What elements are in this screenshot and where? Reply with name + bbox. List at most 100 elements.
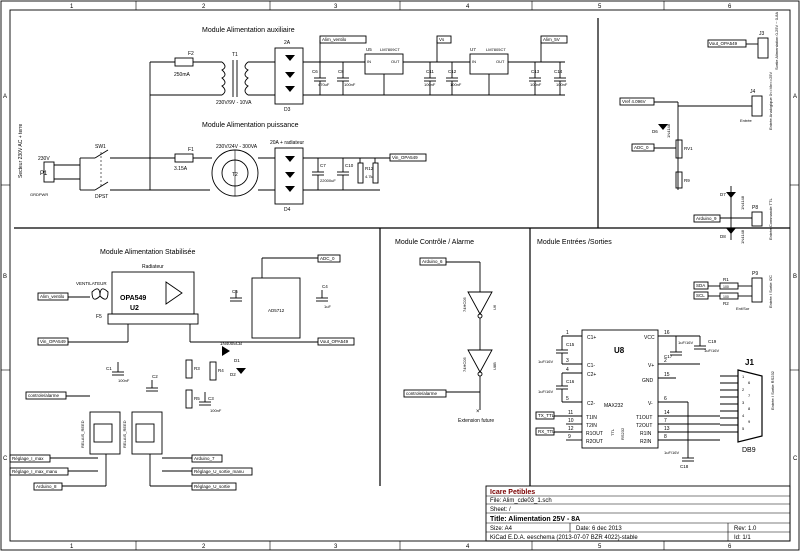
j3-text: Sortie Alimentation 0-25V ~ 0-8A <box>774 12 779 70</box>
no-connect: × <box>476 409 480 415</box>
net-alim-ventilo: Alim_ventilo <box>40 294 65 299</box>
c3-value: 100nF <box>210 408 222 413</box>
pinnum: 10 <box>568 418 574 424</box>
pin-gnd: GND <box>642 378 654 384</box>
c12-value: 100nF <box>450 82 462 87</box>
module-title-puissance: Module Alimentation puissance <box>202 122 299 129</box>
net-reglage-max-manu: Réglage_I_max_manu <box>12 469 58 474</box>
net-vref: Vref 4.096V <box>622 99 646 104</box>
c17-label: C17 <box>664 354 673 359</box>
db-pin: 5 <box>742 426 745 431</box>
pin-r2in: R2IN <box>640 439 652 445</box>
pinnum: 1 <box>566 330 569 336</box>
net-vout-opa549: Vout_OPA549 <box>320 339 349 344</box>
row-label: B <box>3 274 7 280</box>
c6-value: 470uF <box>318 82 330 87</box>
pin-c1p: C1+ <box>587 335 596 341</box>
net-vout-opa549: Vout_OPA549 <box>709 41 738 46</box>
col-label: 1 <box>70 544 74 550</box>
u2-label: U2 <box>130 305 139 312</box>
u8b-label: U8B <box>492 362 497 370</box>
u8-label: U8 <box>614 346 625 355</box>
c13-value: 100nF <box>530 82 542 87</box>
net-sda: SDA <box>696 283 705 288</box>
net-arduino7: Arduino_7 <box>194 456 215 461</box>
pinnum: 7 <box>664 418 667 424</box>
tb-title: Title: Alimentation 25V - 8A <box>490 516 580 523</box>
d1-part: 1N4005CB <box>220 341 242 346</box>
u7-label: U7 <box>470 47 476 52</box>
pinnum: 11 <box>568 410 573 416</box>
d8-part: 1N4148 <box>740 229 745 244</box>
row-label: B <box>793 274 797 280</box>
col-label: 2 <box>202 544 206 550</box>
db-pin: 6 <box>748 380 751 385</box>
row-label: A <box>793 94 797 100</box>
c17-value: 1uF/16V <box>678 340 693 345</box>
t2-rating: 230V/24V - 300VA <box>216 144 258 150</box>
power-supply: F1 3.15A T2 230V/24V - 300VA 20A + radia… <box>150 140 427 213</box>
r3-label: R3 <box>194 366 200 371</box>
db-pin: 4 <box>742 413 745 418</box>
dpst-label: DPST <box>95 194 108 200</box>
c19-value: 1uF/16V <box>704 348 719 353</box>
r5-label: R5 <box>194 396 200 401</box>
f2-label: F2 <box>188 51 194 57</box>
io-max232: U8 MAX232 C1+ C1- C2+ C2- VCC V+ GND V- … <box>535 329 775 469</box>
r9-label: R9 <box>684 178 690 183</box>
f5-label: F5 <box>96 314 102 320</box>
u6-part: 74HC05 <box>462 297 467 312</box>
t1-label: T1 <box>232 52 238 58</box>
pin-vp: V+ <box>648 363 654 369</box>
db-pin: 3 <box>742 400 745 405</box>
pinnum: 5 <box>566 396 569 402</box>
net-arduino9: Arduino_9 <box>696 216 717 221</box>
c18-label: C18 <box>680 464 689 469</box>
u8-part: MAX232 <box>604 403 623 409</box>
module-separators <box>14 18 790 486</box>
d4-label: D4 <box>284 207 291 213</box>
r4-label: R4 <box>218 368 224 373</box>
net-rx-ttl: RX_TTL <box>538 429 555 434</box>
pinnum: 13 <box>664 426 670 432</box>
c7-label: C7 <box>320 163 326 168</box>
p1-label: P1 <box>40 171 48 177</box>
grdpwr-label: GRDPWR <box>30 192 48 197</box>
col-label: 3 <box>334 4 338 10</box>
pin-c2m: C2- <box>587 401 595 407</box>
net-reglage-sortie: Réglage_U_sortie <box>194 484 231 489</box>
d7-part: 1N4148 <box>740 195 745 210</box>
ventilateur-label: VENTILATEUR <box>76 281 107 286</box>
u5-out: OUT <box>391 59 400 64</box>
d2-label: D2 <box>230 372 236 377</box>
tb-file: File: Alim_cde03_1.sch <box>490 498 552 504</box>
j3-label: J3 <box>759 31 765 37</box>
c14-label: C14 <box>554 69 563 74</box>
relais-1-label: RELAIS_REED <box>80 420 85 448</box>
c6-label: C6 <box>312 69 318 74</box>
module-title-aux: Module Alimentation auxiliaire <box>202 27 295 34</box>
net-alim-ventilo: Alim_ventilo <box>322 37 347 42</box>
p8-text: Entrée Commande TTL <box>768 198 773 240</box>
border-labels: 1 2 3 4 5 6 1 2 3 4 5 6 A B C A B C <box>3 4 798 550</box>
net-vin-opa549: Vin_OPA549 <box>40 339 66 344</box>
aux-supply: F2 250mA T1 230V/9V - 10VA 2A D3 Alim_ve… <box>150 35 568 113</box>
c5-label: C5 <box>232 289 238 294</box>
db-pin: 1 <box>742 374 745 379</box>
net-arduino8: Arduino_8 <box>36 484 57 489</box>
pin-r1in: R1IN <box>640 431 652 437</box>
net-tx-ttl: TX_TTL <box>538 413 555 418</box>
d6-part: 1N4148 <box>666 123 671 138</box>
net-alim-5v: Alim_5V <box>543 37 560 42</box>
net-reglage-sortie-manu: Réglage_U_sortie_manu <box>194 469 244 474</box>
module-title-io: Module Entrées /Sorties <box>537 239 612 246</box>
db9-label: DB9 <box>742 447 756 454</box>
net-arduino6: Arduino_6 <box>422 259 443 264</box>
u7-in: IN <box>472 59 476 64</box>
radiateur-label: Radiateur <box>142 264 164 270</box>
tb-size: Size: A4 <box>490 526 513 532</box>
r2-value: 100 <box>723 295 729 299</box>
c7-value: 22000uF <box>320 178 336 183</box>
u7-out: OUT <box>496 59 505 64</box>
